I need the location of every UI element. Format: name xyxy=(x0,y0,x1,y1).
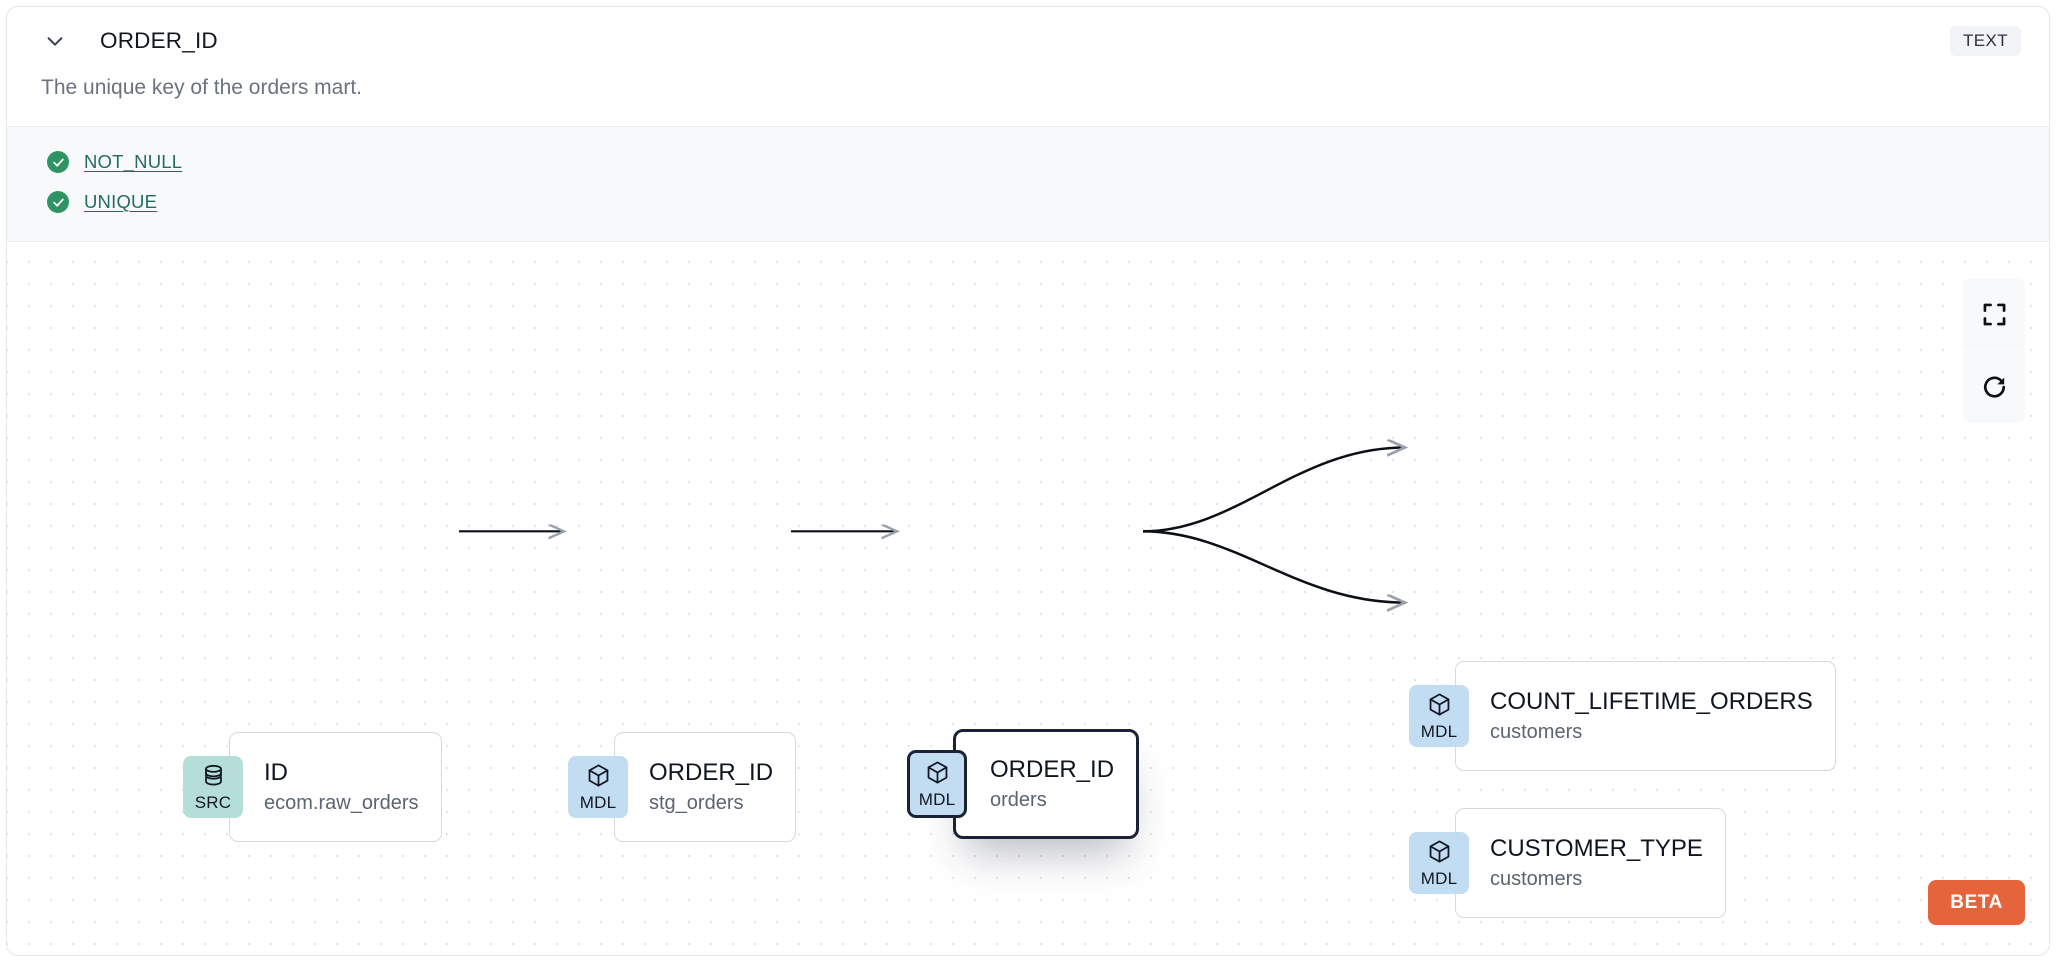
lineage-node-orders-selected[interactable]: MDL ORDER_ID orders xyxy=(907,729,1140,840)
node-subtitle: ecom.raw_orders xyxy=(264,791,419,814)
tests-section: NOT_NULL UNIQUE xyxy=(7,126,2049,243)
test-link-unique[interactable]: UNIQUE xyxy=(84,190,158,212)
check-circle-icon xyxy=(47,151,69,174)
node-body: ORDER_ID orders xyxy=(953,729,1140,840)
card-header: ORDER_ID TEXT xyxy=(7,7,2049,75)
cube-icon xyxy=(586,763,611,793)
reset-button[interactable] xyxy=(1963,350,2025,424)
node-subtitle: stg_orders xyxy=(649,791,744,814)
test-row[interactable]: NOT_NULL xyxy=(7,142,182,182)
data-type-badge: TEXT xyxy=(1949,26,2021,56)
fit-view-button[interactable] xyxy=(1963,278,2025,351)
model-type-badge: MDL xyxy=(568,756,628,819)
badge-label: MDL xyxy=(1420,869,1458,889)
beta-badge[interactable]: BETA xyxy=(1928,880,2025,925)
node-subtitle: customers xyxy=(1490,867,1583,890)
source-type-badge: SRC xyxy=(183,756,243,819)
column-detail-card: ORDER_ID TEXT The unique key of the orde… xyxy=(6,6,2050,956)
node-title: CUSTOMER_TYPE xyxy=(1490,835,1703,863)
badge-label: SRC xyxy=(194,793,232,813)
lineage-edges xyxy=(459,242,2049,955)
edge-orders-to-count-lifetime-orders xyxy=(1142,448,1405,533)
lineage-node-stg-orders[interactable]: MDL ORDER_ID stg_orders xyxy=(568,732,797,843)
test-link-not-null[interactable]: NOT_NULL xyxy=(84,150,183,172)
node-body: ID ecom.raw_orders xyxy=(229,732,442,843)
node-title: ID xyxy=(264,759,288,787)
node-body: CUSTOMER_TYPE customers xyxy=(1455,808,1726,919)
model-type-badge: MDL xyxy=(907,750,967,819)
canvas-controls xyxy=(1963,278,2025,424)
lineage-node-customer-type[interactable]: MDL CUSTOMER_TYPE customers xyxy=(1409,808,1726,919)
model-type-badge: MDL xyxy=(1409,832,1469,895)
node-title: COUNT_LIFETIME_ORDERS xyxy=(1490,688,1813,716)
node-title: ORDER_ID xyxy=(990,756,1115,784)
fullscreen-icon xyxy=(1981,301,2008,328)
node-body: COUNT_LIFETIME_ORDERS customers xyxy=(1455,661,1836,772)
node-subtitle: customers xyxy=(1490,720,1583,743)
lineage-canvas[interactable]: SRC ID ecom.raw_orders xyxy=(7,242,2049,955)
model-type-badge: MDL xyxy=(1409,685,1469,748)
chevron-down-icon[interactable] xyxy=(41,27,69,55)
database-icon xyxy=(201,763,226,793)
badge-label: MDL xyxy=(579,793,617,813)
check-circle-icon xyxy=(47,191,69,214)
cube-icon xyxy=(1427,692,1452,722)
edge-orders-to-customer-type xyxy=(1142,530,1405,603)
lineage-node-count-lifetime-orders[interactable]: MDL COUNT_LIFETIME_ORDERS customers xyxy=(1409,661,1836,772)
page-title: ORDER_ID xyxy=(100,28,218,53)
refresh-icon xyxy=(1981,374,2008,401)
cube-icon xyxy=(925,760,950,790)
node-subtitle: orders xyxy=(990,788,1047,811)
node-title: ORDER_ID xyxy=(649,759,774,787)
lineage-node-src-id[interactable]: SRC ID ecom.raw_orders xyxy=(183,732,442,843)
column-description: The unique key of the orders mart. xyxy=(41,76,362,99)
node-body: ORDER_ID stg_orders xyxy=(614,732,797,843)
cube-icon xyxy=(1427,839,1452,869)
badge-label: MDL xyxy=(1420,722,1458,742)
badge-label: MDL xyxy=(918,790,956,810)
test-row[interactable]: UNIQUE xyxy=(7,182,157,222)
